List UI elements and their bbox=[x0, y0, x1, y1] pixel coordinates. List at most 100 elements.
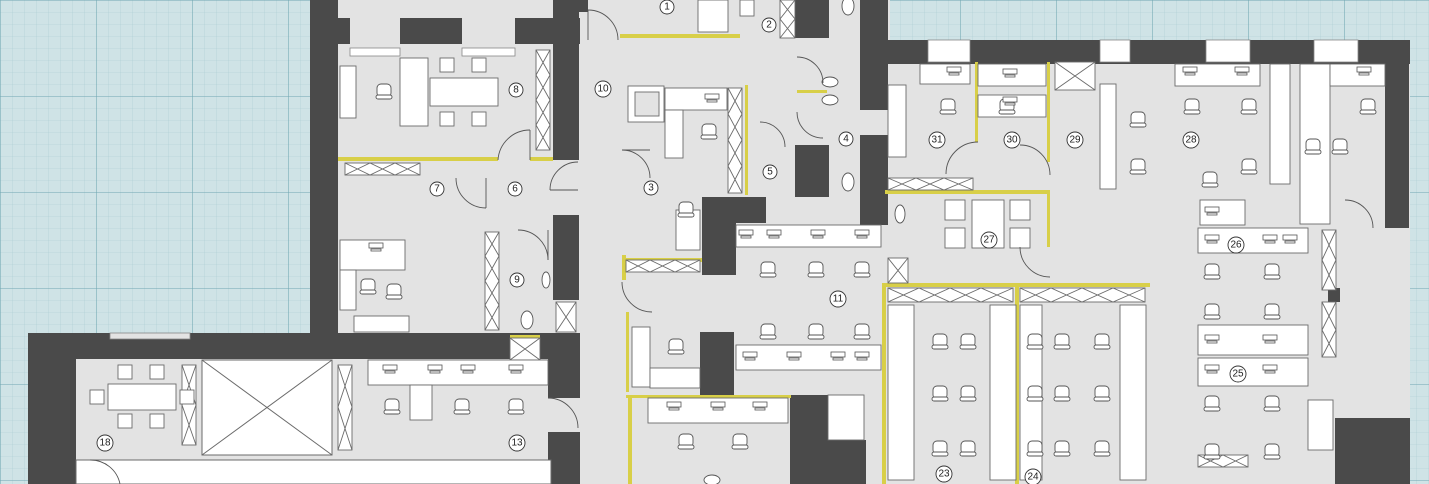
svg-text:27: 27 bbox=[983, 235, 995, 246]
room-label-11: 11 bbox=[829, 290, 847, 308]
svg-text:9: 9 bbox=[514, 275, 520, 286]
room-label-10: 10 bbox=[594, 80, 612, 98]
chair-icon bbox=[1263, 443, 1281, 460]
door-swings bbox=[89, 9, 1374, 484]
chair-icon bbox=[759, 323, 777, 340]
room-label-3: 3 bbox=[643, 180, 659, 196]
elevator-shaft bbox=[75, 359, 552, 484]
computer-monitor-icon bbox=[710, 401, 726, 411]
computer-monitor-icon bbox=[368, 242, 384, 252]
computer-monitor-icon bbox=[1262, 234, 1278, 244]
room-label-18: 18 bbox=[96, 434, 114, 452]
partitions bbox=[338, 34, 1150, 484]
chair-icon bbox=[1240, 98, 1258, 115]
svg-text:8: 8 bbox=[513, 85, 519, 96]
svg-text:7: 7 bbox=[434, 184, 440, 195]
computer-monitor-icon bbox=[752, 401, 768, 411]
room-label-23: 23 bbox=[935, 465, 953, 483]
computer-monitor-icon bbox=[1262, 334, 1278, 344]
room-label-9: 9 bbox=[509, 272, 525, 288]
computer-monitor-icon bbox=[1204, 364, 1220, 374]
chairs bbox=[359, 83, 1377, 460]
chair-icon bbox=[1026, 440, 1044, 457]
room-label-7: 7 bbox=[429, 181, 445, 197]
chair-icon bbox=[1093, 333, 1111, 350]
computer-monitor-icon bbox=[704, 93, 720, 103]
svg-text:25: 25 bbox=[1232, 369, 1244, 380]
chair-icon bbox=[959, 385, 977, 402]
svg-text:10: 10 bbox=[597, 84, 609, 95]
computer-monitor-icon bbox=[1002, 96, 1018, 106]
room-label-31: 31 bbox=[928, 131, 946, 149]
room-label-25: 25 bbox=[1229, 365, 1247, 383]
chair-icon bbox=[700, 123, 718, 140]
computer-monitor-icon bbox=[460, 364, 476, 374]
chair-icon bbox=[385, 283, 403, 300]
svg-text:4: 4 bbox=[843, 134, 849, 145]
computer-monitor-icon bbox=[786, 351, 802, 361]
computer-monitor-icon bbox=[1204, 206, 1220, 216]
room-label-6: 6 bbox=[507, 181, 523, 197]
chair-icon bbox=[1093, 440, 1111, 457]
computer-monitor-icon bbox=[508, 364, 524, 374]
chair-icon bbox=[1026, 385, 1044, 402]
chair-icon bbox=[1331, 138, 1349, 155]
computer-monitor-icon bbox=[1204, 234, 1220, 244]
chair-icon bbox=[1203, 303, 1221, 320]
chair-icon bbox=[677, 201, 695, 218]
chair-icon bbox=[807, 323, 825, 340]
svg-text:13: 13 bbox=[511, 438, 523, 449]
room-label-2: 2 bbox=[761, 17, 777, 33]
chair-icon bbox=[1129, 158, 1147, 175]
computer-monitor-icon bbox=[854, 351, 870, 361]
room-label-8: 8 bbox=[508, 82, 524, 98]
computer-monitor-icon bbox=[810, 229, 826, 239]
chair-icon bbox=[1053, 333, 1071, 350]
svg-text:3: 3 bbox=[648, 183, 654, 194]
chair-icon bbox=[677, 433, 695, 450]
room-labels: 1 2 3 4 5 6 7 8 9 10 11 13 18 23 24 25 2… bbox=[96, 0, 1247, 484]
sanitary-fixtures bbox=[520, 0, 906, 484]
room-label-5: 5 bbox=[762, 164, 778, 180]
chair-icon bbox=[1263, 303, 1281, 320]
computer-monitor-icon bbox=[427, 364, 443, 374]
chair-icon bbox=[359, 278, 377, 295]
chair-icon bbox=[1263, 395, 1281, 412]
room-label-30: 30 bbox=[1003, 131, 1021, 149]
room-label-24: 24 bbox=[1024, 468, 1042, 484]
chair-icon bbox=[1093, 385, 1111, 402]
computer-monitor-icon bbox=[738, 229, 754, 239]
chair-icon bbox=[959, 333, 977, 350]
chair-icon bbox=[1359, 98, 1377, 115]
room-label-1: 1 bbox=[659, 0, 675, 15]
chair-icon bbox=[853, 323, 871, 340]
chair-icon bbox=[1203, 395, 1221, 412]
svg-text:28: 28 bbox=[1185, 135, 1197, 146]
room-label-27: 27 bbox=[980, 231, 998, 249]
chair-icon bbox=[731, 433, 749, 450]
chair-icon bbox=[1203, 263, 1221, 280]
chair-icon bbox=[931, 440, 949, 457]
computer-monitor-icon bbox=[1234, 66, 1250, 76]
chair-icon bbox=[375, 83, 393, 100]
chair-icon bbox=[1053, 385, 1071, 402]
svg-text:1: 1 bbox=[664, 2, 670, 13]
chair-icon bbox=[667, 338, 685, 355]
computer-monitor-icon bbox=[830, 351, 846, 361]
room-label-26: 26 bbox=[1227, 236, 1245, 254]
svg-text:5: 5 bbox=[767, 167, 773, 178]
computer-monitor-icon bbox=[1204, 334, 1220, 344]
windows bbox=[109, 39, 1359, 340]
chair-icon bbox=[931, 333, 949, 350]
computer-monitor-icon bbox=[1182, 66, 1198, 76]
svg-text:11: 11 bbox=[833, 294, 844, 305]
chair-icon bbox=[807, 261, 825, 278]
room-label-4: 4 bbox=[838, 131, 854, 147]
chair-icon bbox=[759, 261, 777, 278]
svg-text:2: 2 bbox=[766, 20, 772, 31]
chair-icon bbox=[1263, 263, 1281, 280]
room-label-29: 29 bbox=[1066, 131, 1084, 149]
chair-icon bbox=[453, 398, 471, 415]
svg-text:31: 31 bbox=[931, 135, 943, 146]
